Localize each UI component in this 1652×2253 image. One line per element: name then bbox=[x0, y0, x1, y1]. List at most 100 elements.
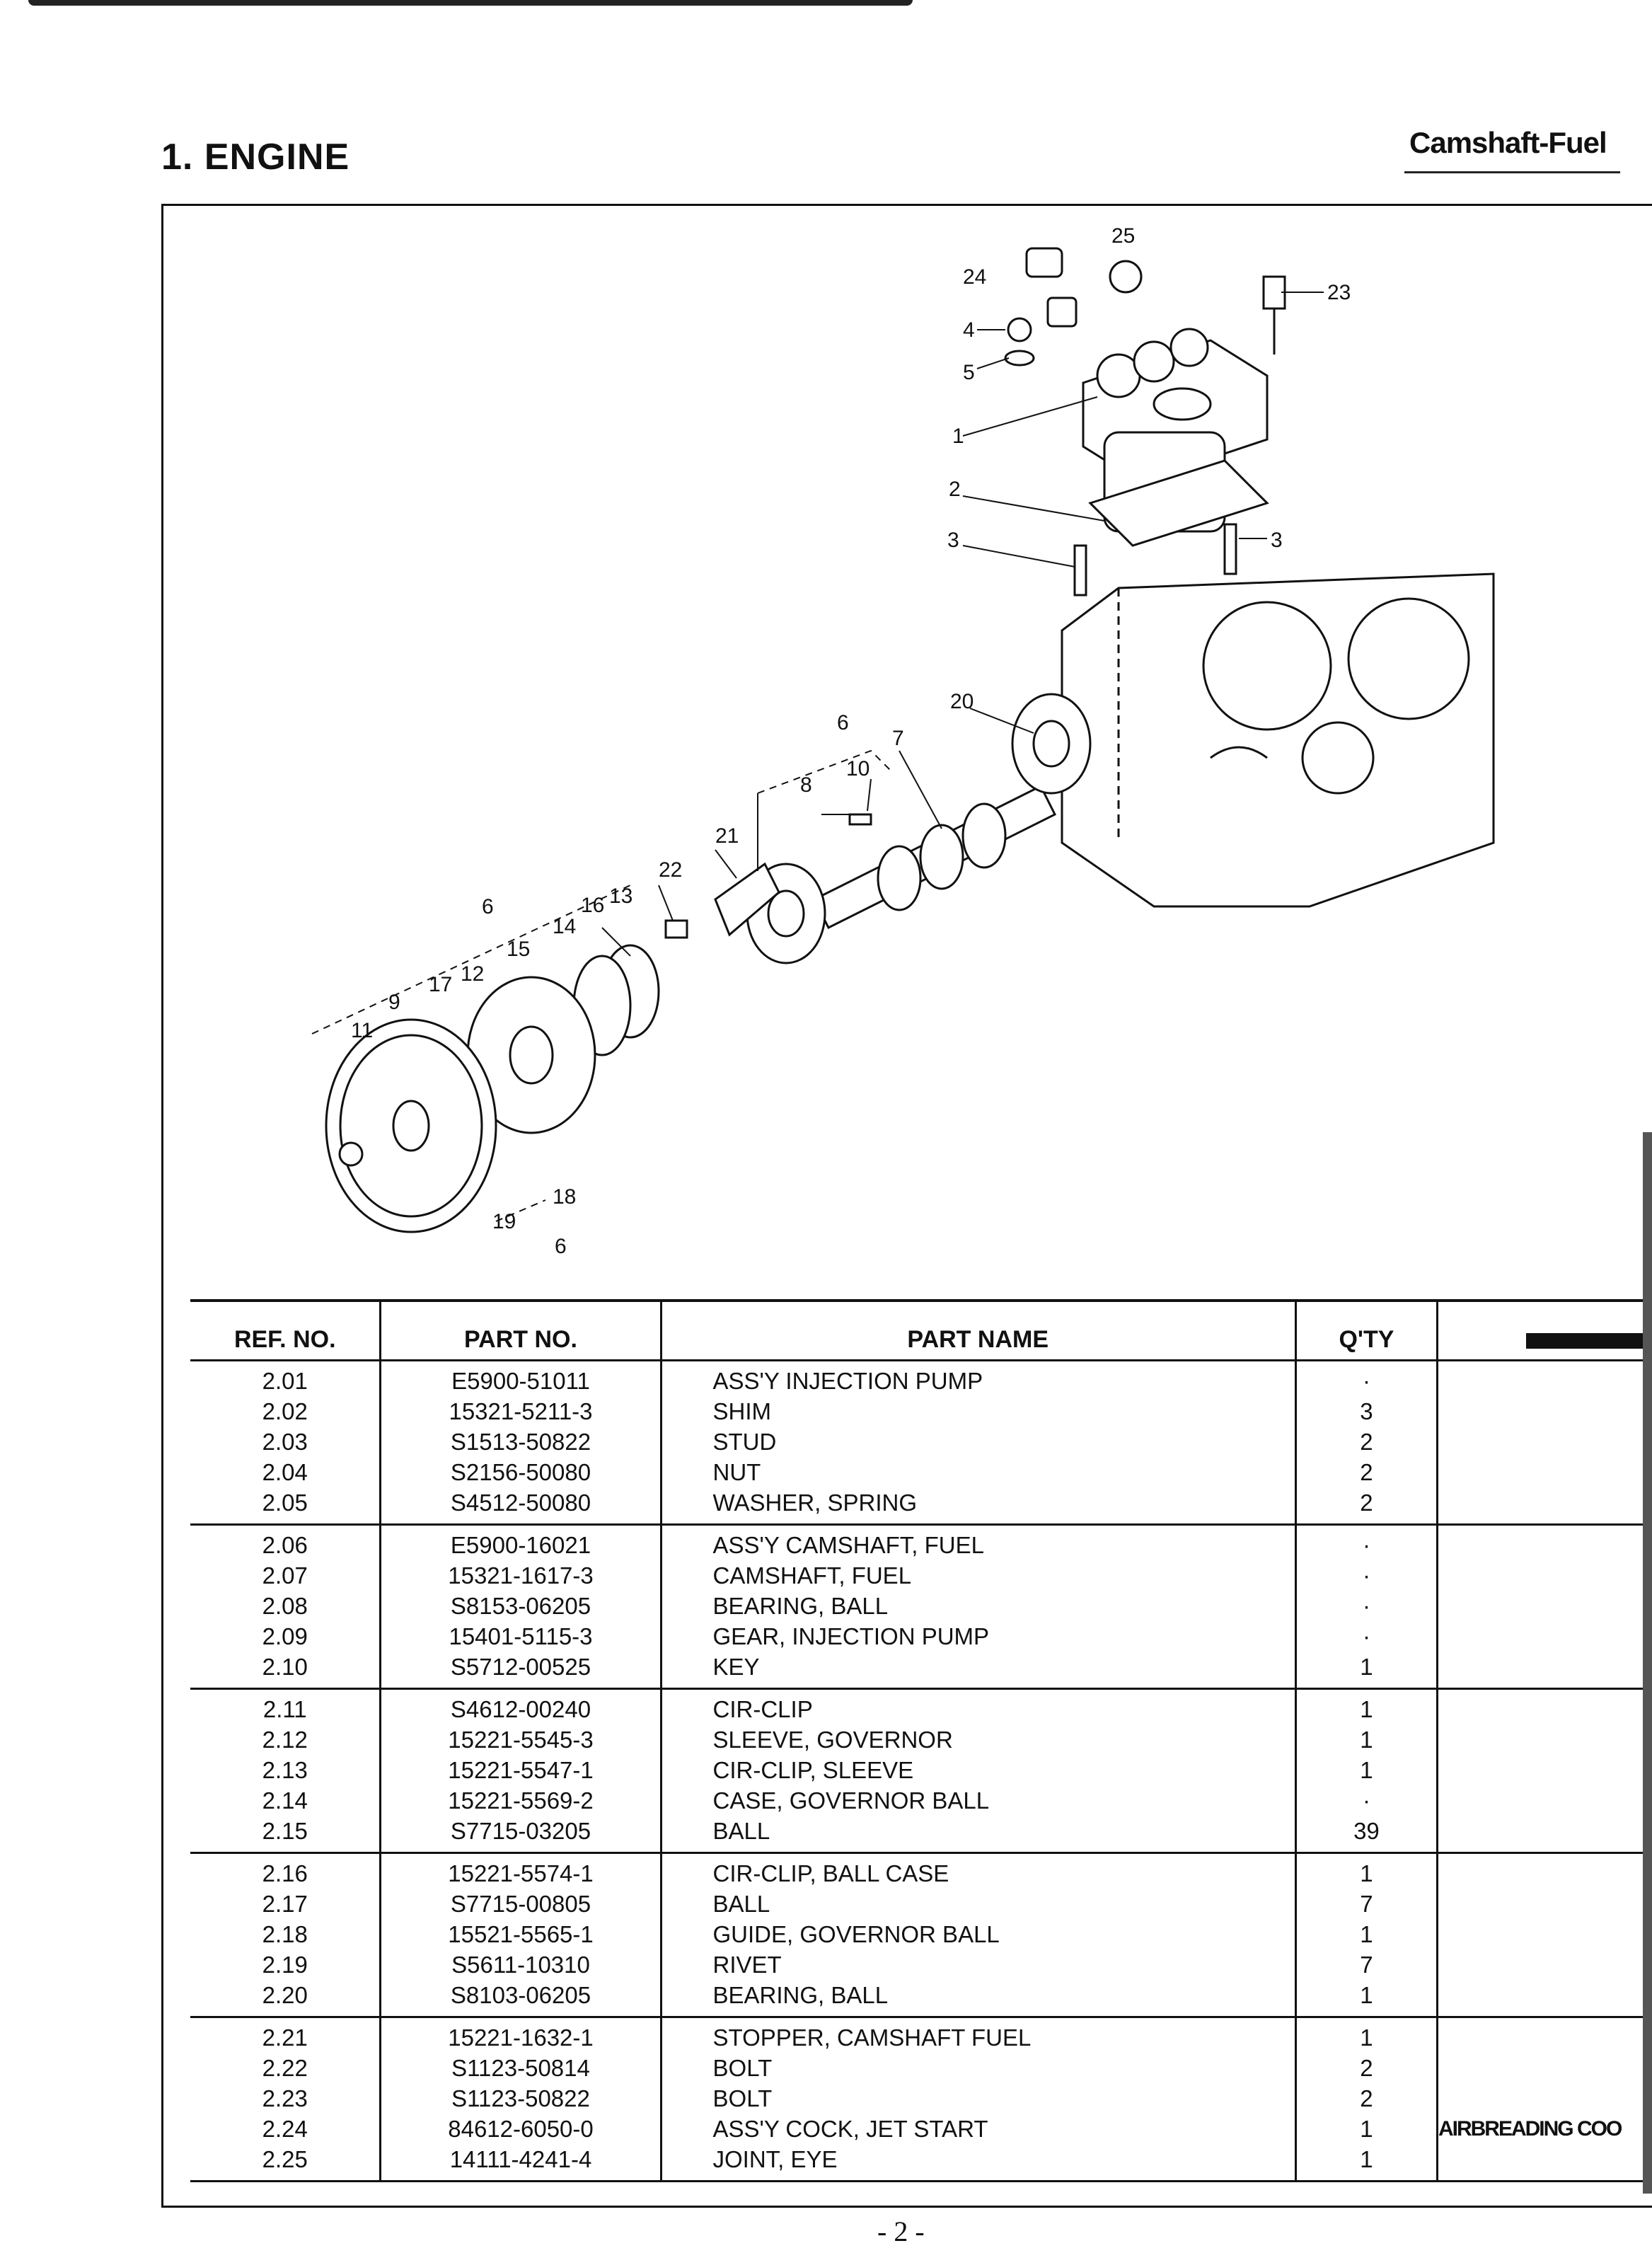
remark-text bbox=[1438, 1621, 1652, 1652]
table-cell: 2.17 bbox=[262, 1891, 308, 1917]
table-cell: 2.16 bbox=[262, 1860, 308, 1886]
table-cell: BOLT bbox=[712, 2055, 773, 2081]
qty-cell: ····1 bbox=[1294, 1524, 1438, 1689]
callout-23: 23 bbox=[1327, 281, 1351, 304]
header-qty: Q'TY bbox=[1294, 1301, 1438, 1361]
callout-10: 10 bbox=[846, 757, 870, 780]
table-cell: · bbox=[1362, 1593, 1370, 1619]
table-cell: 2.23 bbox=[262, 2085, 308, 2111]
table-cell: 2 bbox=[1360, 1429, 1373, 1455]
table-cell: 2.11 bbox=[262, 1696, 307, 1722]
table-header-row: REF. NO. PART NO. PART NAME Q'TY bbox=[190, 1301, 1652, 1361]
table-cell: GEAR, INJECTION PUMP bbox=[712, 1623, 990, 1649]
table-cell: 15521-5565-1 bbox=[448, 1921, 594, 1947]
table-cell: 14111-4241-4 bbox=[449, 2146, 592, 2172]
table-cell: S1123-50822 bbox=[451, 2085, 590, 2111]
table-cell: E5900-51011 bbox=[451, 1368, 590, 1394]
remarks-cell bbox=[1436, 1688, 1652, 1853]
callout-20: 20 bbox=[950, 690, 974, 713]
page-number: - 2 - bbox=[877, 2215, 925, 2247]
callout-5: 5 bbox=[963, 361, 975, 384]
table-cell: 2.14 bbox=[262, 1787, 308, 1814]
remark-text bbox=[1438, 2144, 1652, 2174]
table-cell: BOLT bbox=[712, 2085, 773, 2111]
header-ref-no: REF. NO. bbox=[233, 1326, 336, 1353]
table-cell: 1 bbox=[1360, 2116, 1373, 2142]
scan-edge bbox=[1643, 1132, 1652, 2194]
table-cell: CASE, GOVERNOR BALL bbox=[712, 1787, 990, 1814]
table-cell: ASS'Y INJECTION PUMP bbox=[712, 1368, 983, 1394]
remark-text bbox=[1438, 1530, 1652, 1560]
table-cell: 1 bbox=[1360, 1982, 1373, 2008]
remark-text bbox=[1438, 1427, 1652, 1457]
table-cell: 2.18 bbox=[262, 1921, 308, 1947]
table-cell: S5611-10310 bbox=[451, 1952, 590, 1978]
table-cell: S8103-06205 bbox=[450, 1982, 591, 2008]
table-cell: S1123-50814 bbox=[451, 2055, 590, 2081]
table-cell: · bbox=[1362, 1532, 1370, 1558]
callout-1: 1 bbox=[952, 425, 964, 448]
callout-3b: 3 bbox=[1271, 529, 1283, 552]
table-cell: 2 bbox=[1360, 1459, 1373, 1485]
table-cell: SHIM bbox=[712, 1398, 772, 1424]
governor-assembly bbox=[325, 944, 660, 1233]
table-cell: CAMSHAFT, FUEL bbox=[712, 1562, 912, 1589]
table-cell: 2.02 bbox=[262, 1398, 308, 1424]
header-remarks bbox=[1436, 1301, 1652, 1361]
callout-4: 4 bbox=[963, 318, 975, 342]
remark-text bbox=[1438, 1396, 1652, 1427]
table-cell: CIR-CLIP, SLEEVE bbox=[712, 1757, 914, 1783]
table-cell: · bbox=[1362, 1562, 1370, 1589]
table-cell: · bbox=[1362, 1368, 1370, 1394]
table-cell: BEARING, BALL bbox=[712, 1593, 889, 1619]
table-cell: JOINT, EYE bbox=[712, 2146, 838, 2172]
remark-text bbox=[1438, 1694, 1652, 1724]
remark-text bbox=[1438, 1652, 1652, 1682]
table-cell: 15321-1617-3 bbox=[448, 1562, 594, 1589]
table-cell: 1 bbox=[1360, 1757, 1373, 1783]
remark-text bbox=[1438, 1980, 1652, 2010]
callout-2: 2 bbox=[949, 478, 961, 501]
table-cell: · bbox=[1362, 1623, 1370, 1649]
table-cell: 2 bbox=[1360, 1489, 1373, 1516]
table-cell: 15401-5115-3 bbox=[449, 1623, 593, 1649]
table-cell: CIR-CLIP bbox=[712, 1696, 813, 1722]
table-cell: 1 bbox=[1360, 1727, 1373, 1753]
table-cell: S8153-06205 bbox=[450, 1593, 591, 1619]
table-cell: 2 bbox=[1360, 2085, 1373, 2111]
callout-3: 3 bbox=[947, 529, 959, 552]
remark-text bbox=[1438, 2053, 1652, 2083]
camshaft bbox=[812, 693, 1092, 930]
table-cell: 15221-5569-2 bbox=[448, 1787, 594, 1814]
table-cell: S4512-50080 bbox=[450, 1489, 591, 1516]
remark-text bbox=[1438, 1487, 1652, 1518]
callout-8: 8 bbox=[800, 773, 812, 797]
top-rule bbox=[28, 0, 913, 6]
callout-12: 12 bbox=[461, 962, 484, 986]
callout-6a: 6 bbox=[837, 711, 849, 734]
table-cell: 15221-5545-3 bbox=[448, 1727, 594, 1753]
callout-13: 13 bbox=[609, 885, 633, 908]
remark-text bbox=[1438, 1560, 1652, 1591]
table-cell: 2.22 bbox=[262, 2055, 308, 2081]
injection-pump bbox=[1082, 328, 1269, 547]
table-cell: GUIDE, GOVERNOR BALL bbox=[712, 1921, 1000, 1947]
remarks-cell bbox=[1436, 1524, 1652, 1689]
table-cell: S1513-50822 bbox=[450, 1429, 591, 1455]
table-cell: 3 bbox=[1360, 1398, 1373, 1424]
remark-text bbox=[1438, 1724, 1652, 1755]
exploded-diagram: 25 24 23 4 5 1 2 3 3 20 6 10 7 8 21 22 6… bbox=[163, 206, 1652, 1299]
table-cell: 2.06 bbox=[262, 1532, 308, 1558]
table-cell: BALL bbox=[712, 1891, 770, 1917]
remark-text bbox=[1438, 2022, 1652, 2053]
qty-cell: · 3 2 2 2 bbox=[1294, 1360, 1438, 1525]
remark-text bbox=[1438, 1949, 1652, 1980]
